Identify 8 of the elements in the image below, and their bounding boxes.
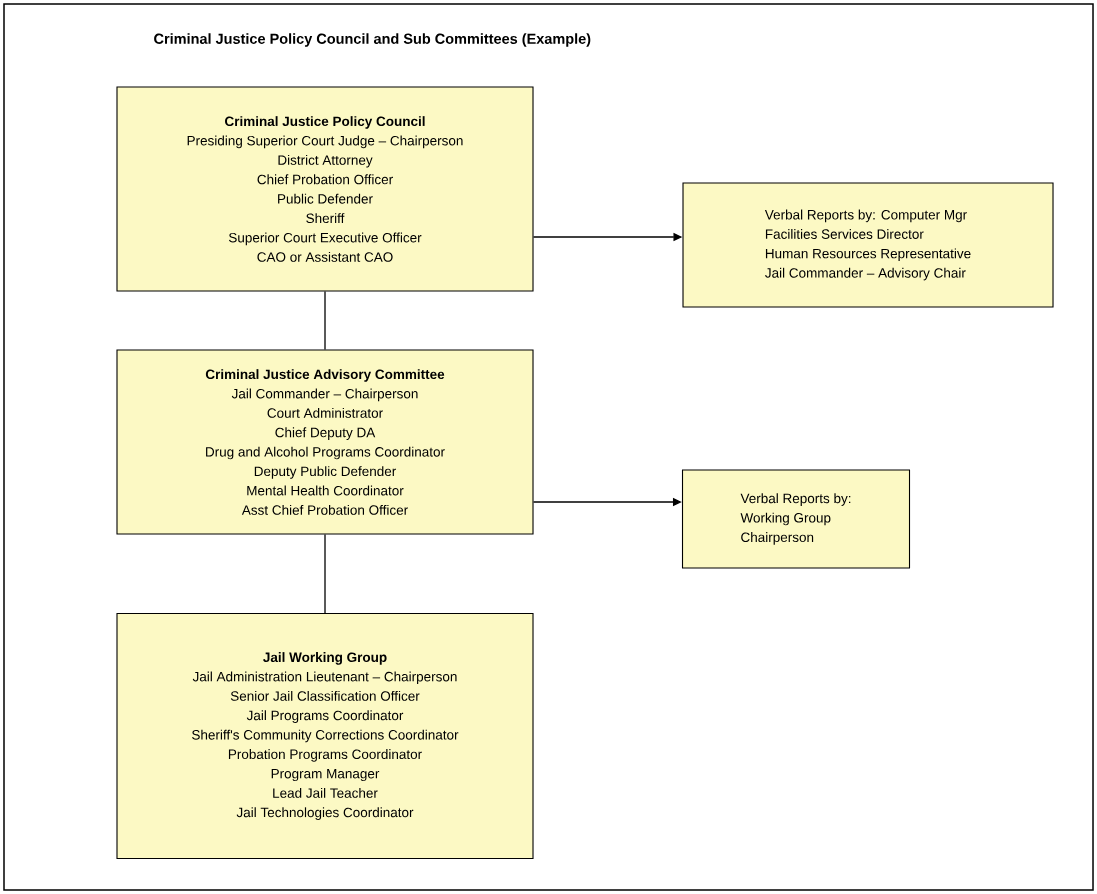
member-box: Criminal Justice Advisory Committee Jail Commander – Chairperson Court Administrator Chief Deputy DA Drug and Alcohol Programs Coordinator Deputy Public Defender Mental Health Coordinator Asst Chief Probation Officer [116, 349, 534, 535]
member-box: Criminal Justice Policy Council Presiding Superior Court Judge – Chairperson District Attorney Chief Probation Officer Public Defender Sheriff Superior Court Executive Officer CAO or Assistant CAO [116, 86, 534, 292]
member-box: Verbal Reports by: Computer Mgr Facilities Services Director Human Resources Representative Jail Commander – Advisory Chair [682, 182, 1054, 308]
connector [324, 290, 326, 351]
title: Criminal Justice Policy Council and Sub Committees (Example) [154, 33, 591, 47]
member-box: Verbal Reports by: Working Group Chairperson [681, 469, 911, 569]
connector [324, 533, 326, 614]
member-box: Jail Working Group Jail Administration Lieutenant – Chairperson Senior Jail Classification Officer Jail Programs Coordinator Sheriff's Community Corrections Coordinator Probation Programs Coordinator Program Manager Lead Jail Teacher Jail Technologies Coordinator [116, 612, 534, 860]
